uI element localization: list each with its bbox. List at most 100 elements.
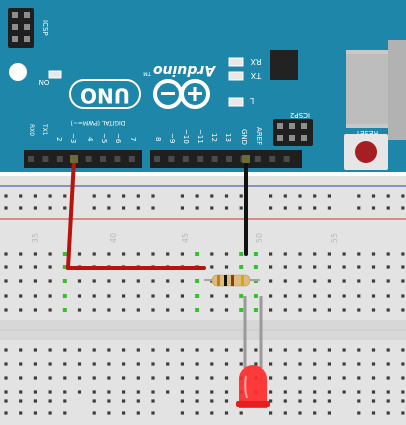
led-highlight: [244, 375, 248, 399]
grid-hole: [180, 294, 184, 298]
grid-hole: [48, 362, 52, 366]
grid-hole: [342, 390, 346, 394]
grid-hole: [48, 279, 52, 283]
grid-hole: [386, 362, 390, 366]
wire-pin3-to-breadboard[interactable]: [66, 158, 76, 270]
grid-hole: [180, 252, 184, 256]
grid-hole: [283, 279, 287, 283]
grid-hole: [401, 294, 405, 298]
grid-hole: [4, 348, 8, 352]
grid-hole: [210, 362, 214, 366]
header-socket: [182, 156, 189, 162]
grid-hole: [283, 362, 287, 366]
arduino-board: ICSP ON RX TX L UNO Arduino TM DIGITA: [0, 0, 406, 172]
grid-hole: [342, 376, 346, 380]
grid-hole: [92, 362, 96, 366]
grid-hole: [298, 294, 302, 298]
grid-hole: [151, 362, 155, 366]
rail-hole: [210, 411, 214, 415]
grid-hole: [63, 362, 67, 366]
grid-hole: [107, 390, 111, 394]
grid-hole: [122, 390, 126, 394]
grid-hole: [371, 279, 376, 283]
grid-hole: [313, 252, 317, 256]
rail-hole: [224, 194, 229, 198]
grid-hole: [33, 252, 37, 256]
connected-hole: [253, 308, 258, 312]
resistor-band-2: [224, 275, 227, 286]
grid-hole: [136, 390, 140, 394]
header-socket: [168, 156, 175, 162]
reset-button[interactable]: [355, 141, 377, 163]
grid-hole: [92, 252, 96, 256]
rail-hole: [92, 206, 96, 210]
grid-hole: [4, 252, 8, 256]
reset-label: RESET: [355, 129, 378, 137]
pin-label-10: ~10: [182, 129, 190, 144]
rail-hole: [313, 194, 317, 198]
resistor[interactable]: [204, 274, 260, 287]
grid-hole: [151, 390, 155, 394]
rail-hole: [122, 411, 126, 415]
rail-hole: [4, 399, 8, 403]
rail-hole: [107, 194, 111, 198]
grid-hole: [19, 308, 23, 312]
grid-hole: [224, 390, 229, 394]
grid-hole: [342, 252, 346, 256]
grid-hole: [254, 348, 258, 352]
column-number-40: 40: [109, 233, 118, 243]
rail-hole: [239, 206, 243, 210]
grid-hole: [386, 390, 390, 394]
tx-led: [228, 71, 244, 81]
rail-hole: [180, 399, 184, 403]
grid-hole: [19, 252, 23, 256]
grid-hole: [210, 265, 214, 269]
grid-hole: [401, 279, 405, 283]
header-socket: [283, 156, 290, 162]
rail-hole: [269, 411, 273, 415]
column-numbers: 35 40 45 50 55: [31, 233, 339, 243]
grid-hole: [239, 362, 243, 366]
grid-hole: [77, 362, 82, 366]
grid-hole: [313, 279, 317, 283]
rail-hole: [48, 194, 52, 198]
rail-hole: [327, 411, 331, 415]
connected-hole: [62, 265, 67, 269]
grid-hole: [313, 294, 317, 298]
pin-label-11: ~11: [196, 129, 204, 144]
grid-hole: [224, 376, 229, 380]
rail-hole: [4, 206, 8, 210]
rail-hole: [371, 206, 376, 210]
rail-hole: [151, 411, 155, 415]
grid-hole: [33, 265, 37, 269]
header-socket: [154, 156, 160, 162]
grid-hole: [224, 308, 229, 312]
grid-hole: [210, 348, 214, 352]
grid-hole: [224, 294, 229, 298]
grid-hole: [107, 348, 111, 352]
grid-hole: [371, 362, 376, 366]
grid-hole: [107, 362, 111, 366]
grid-hole: [19, 376, 23, 380]
grid-hole: [342, 348, 346, 352]
resistor-band-1: [217, 275, 220, 286]
rail-hole: [298, 194, 302, 198]
tm-mark: TM: [143, 70, 151, 76]
grid-hole: [48, 265, 52, 269]
grid-hole: [357, 376, 361, 380]
grid-hole: [313, 362, 317, 366]
connected-hole: [239, 265, 244, 269]
header-pins: [28, 156, 290, 162]
connected-hole: [253, 294, 258, 298]
grid-hole: [313, 265, 317, 269]
header-socket: [269, 156, 276, 162]
wire-end-pin3: [70, 155, 78, 163]
header-socket: [211, 156, 218, 162]
led[interactable]: [236, 365, 270, 408]
icsp-label: ICSP: [41, 20, 49, 36]
rail-hole: [33, 206, 37, 210]
grid-hole: [342, 265, 346, 269]
grid-hole: [48, 348, 52, 352]
